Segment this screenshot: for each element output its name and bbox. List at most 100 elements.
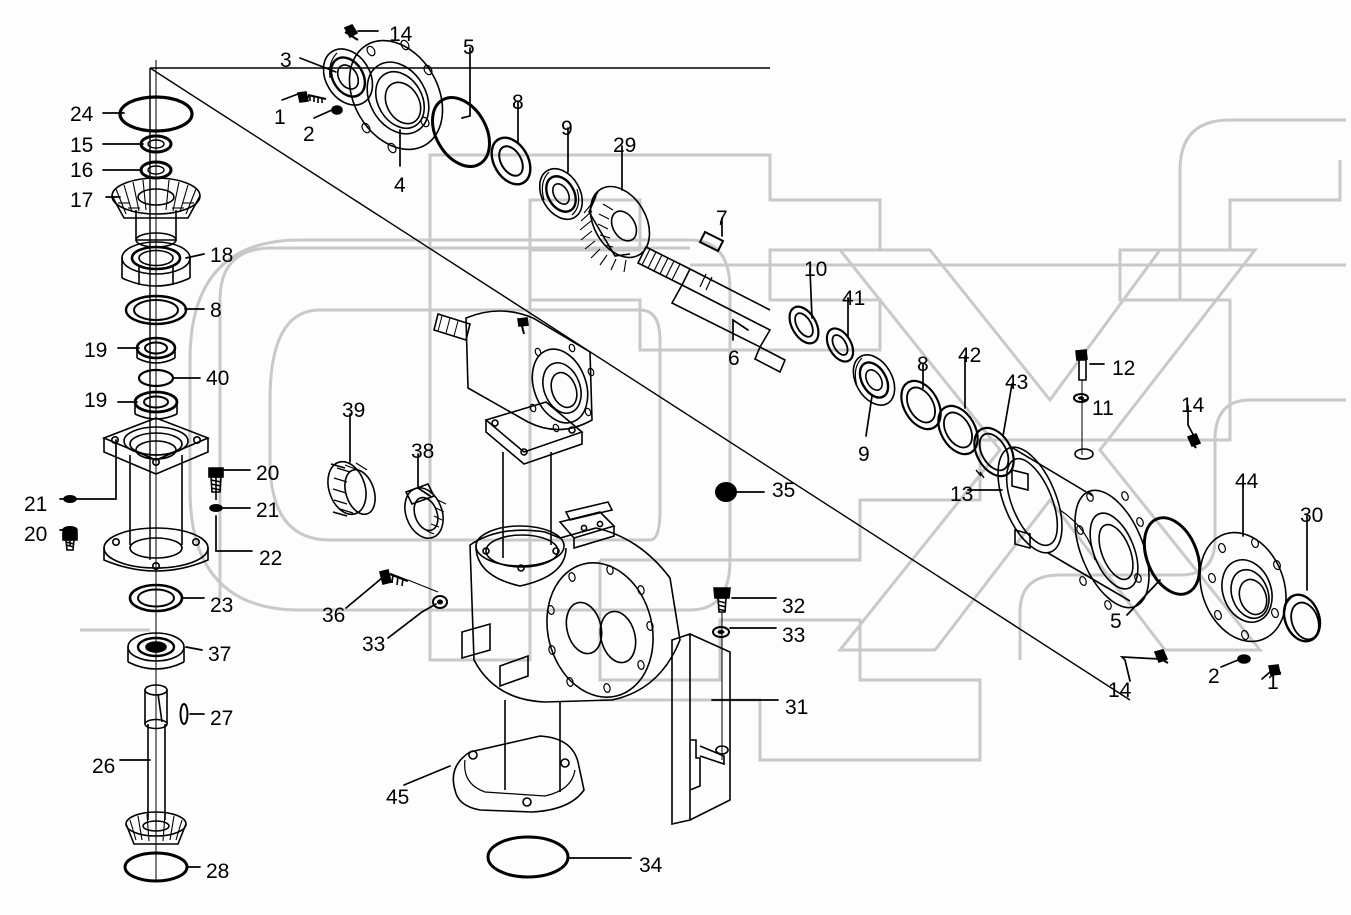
upper-diagonal-row [297, 23, 1015, 479]
part-11-seat [1074, 448, 1094, 460]
part-34-oring [486, 835, 570, 879]
callout-43: 43 [1005, 371, 1029, 394]
part-2-washer-right [1237, 654, 1251, 664]
callout-2: 2 [303, 123, 315, 146]
callout-28: 28 [206, 860, 230, 883]
part-3-seal [322, 48, 374, 106]
part-1-screw-top [297, 91, 327, 103]
part-38-hose-clamp [404, 483, 447, 539]
callout-29: 29 [613, 134, 637, 157]
part-2-washer-top [331, 105, 343, 115]
callout-14: 14 [1108, 679, 1132, 702]
callout-39: 39 [342, 399, 366, 422]
callout-4: 4 [394, 174, 406, 197]
part-35-marker [715, 482, 737, 502]
part-26-shaft [144, 684, 168, 820]
part-5-oring-top [431, 96, 491, 168]
callout-23: 23 [210, 594, 234, 617]
part-41-ring [825, 327, 855, 363]
callout-5: 5 [463, 36, 475, 59]
callout-21: 21 [256, 499, 280, 522]
leader-lines [59, 30, 1308, 868]
callout-38: 38 [411, 440, 435, 463]
callout-24: 24 [70, 103, 94, 126]
callout-20: 20 [256, 462, 280, 485]
part-5-oring-right [1142, 516, 1202, 596]
callout-33: 33 [782, 624, 806, 647]
watermark-opex [80, 118, 1346, 762]
part-18-bearing [121, 241, 191, 287]
callout-15: 15 [70, 134, 94, 157]
part-4-hub [348, 39, 444, 154]
callout-5: 5 [1110, 610, 1122, 633]
part-39-taper-bearing [327, 460, 376, 517]
callout-1: 1 [274, 106, 286, 129]
callout-27: 27 [210, 707, 234, 730]
callout-8: 8 [512, 91, 524, 114]
callout-20: 20 [24, 523, 48, 546]
callout-45: 45 [386, 786, 410, 809]
callout-8: 8 [917, 353, 929, 376]
callout-3: 3 [280, 49, 292, 72]
callout-41: 41 [842, 287, 866, 310]
part-11-washer-hole [1078, 396, 1084, 400]
part-28-pinion [125, 811, 187, 845]
callout-10: 10 [804, 258, 828, 281]
part-7-key [698, 230, 725, 253]
callout-19: 19 [84, 339, 108, 362]
part-33-washer-a [432, 595, 448, 609]
part-30-seal [1282, 593, 1322, 643]
part-20-screw-left [62, 525, 78, 551]
part-43-snap-ring [973, 426, 1015, 479]
callout-18: 18 [210, 244, 234, 267]
callout-37: 37 [208, 643, 232, 666]
part-21-washer-left [63, 494, 77, 503]
part-8-shim-left [124, 294, 188, 326]
part-8-shim-mid [900, 379, 942, 431]
callout-31: 31 [785, 696, 809, 719]
left-vertical-stack [62, 60, 224, 883]
part-8-shim-top [490, 136, 532, 186]
callout-42: 42 [958, 344, 982, 367]
callout-12: 12 [1112, 357, 1136, 380]
part-42-shim [937, 404, 979, 456]
part-22-spindle-housing [101, 417, 211, 572]
part-10-ring [788, 305, 820, 345]
callout-34: 34 [639, 854, 663, 877]
callout-14: 14 [1181, 394, 1205, 417]
callout-1: 1 [1267, 671, 1279, 694]
part-31-guard-plate [671, 632, 731, 825]
center-gearbox-assembly [433, 310, 681, 879]
callout-7: 7 [716, 207, 728, 230]
callout-2: 2 [1208, 665, 1220, 688]
assembly-axis-lines [149, 67, 1131, 701]
callout-36: 36 [322, 604, 346, 627]
part-13-housing [997, 446, 1150, 610]
callout-17: 17 [70, 189, 94, 212]
part-6-shaft [636, 245, 787, 374]
part-32-screw [713, 587, 731, 760]
part-44-hub [1199, 531, 1287, 643]
part-33-washer-b [712, 626, 730, 638]
callout-26: 26 [92, 755, 116, 778]
callout-9: 9 [858, 443, 870, 466]
part-27-key [179, 703, 189, 725]
callout-40: 40 [206, 367, 230, 390]
part-14-bolt-right-a [1186, 432, 1202, 449]
part-20-screw-right [208, 467, 224, 500]
part-9-bearing-top [538, 167, 584, 221]
callout-9: 9 [561, 117, 573, 140]
part-11-washer [1073, 393, 1089, 403]
callout-6: 6 [728, 347, 740, 370]
part-37-bearing [127, 632, 185, 670]
right-hub-group [1142, 432, 1322, 676]
callout-30: 30 [1300, 504, 1324, 527]
callout-22: 22 [259, 547, 283, 570]
part-14-bolt-top [343, 23, 359, 41]
callout-19: 19 [84, 389, 108, 412]
callout-11: 11 [1092, 397, 1114, 420]
part-29-bevel-gear [579, 185, 651, 273]
callout-16: 16 [70, 159, 94, 182]
